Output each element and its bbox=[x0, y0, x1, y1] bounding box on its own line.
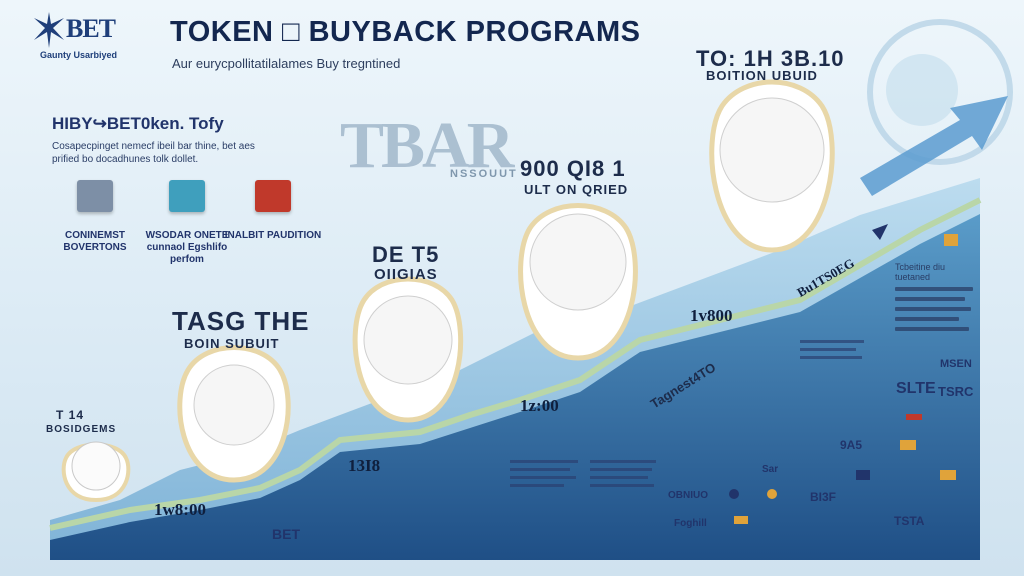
chart-icon bbox=[255, 180, 291, 212]
legend-block: Tcbeitine diu tuetaned bbox=[895, 262, 975, 337]
logo-tile: TSTA bbox=[894, 514, 925, 528]
brand-logo-icon bbox=[34, 12, 64, 48]
flag-icon bbox=[944, 234, 958, 246]
milestone-pin-icon bbox=[352, 276, 464, 423]
milestone-pin-icon bbox=[61, 441, 131, 503]
milestone-heading: TO: 1H 3B.10 bbox=[696, 46, 845, 71]
page-subtitle: Aur eurycpollitatilalames Buy tregntined bbox=[172, 56, 401, 71]
badge-icon bbox=[734, 516, 748, 524]
category-label: INALBIT PAUDITION bbox=[224, 230, 322, 241]
step-value: 1v800 bbox=[690, 306, 733, 325]
badge-icon bbox=[900, 440, 916, 450]
milestone-heading: T 14 bbox=[56, 408, 85, 422]
terminal-icon bbox=[169, 180, 205, 212]
logo-tile: TSRC bbox=[938, 384, 974, 399]
legend-title: Tcbeitine diu tuetaned bbox=[895, 262, 946, 282]
document-icon bbox=[77, 180, 113, 212]
page-title: TOKEN □ BUYBACK PROGRAMS bbox=[170, 16, 641, 48]
milestone-pin-icon bbox=[518, 203, 638, 361]
step-value: 1w8:00 bbox=[154, 500, 206, 519]
sidebar-heading: HIBY↪BET0ken. Tofy bbox=[52, 114, 224, 133]
logo-tile: MSEN bbox=[940, 358, 972, 370]
milestone-subheading: ULT ON QRIED bbox=[524, 182, 629, 197]
step-value: 1z:00 bbox=[520, 396, 559, 415]
badge-icon bbox=[906, 414, 922, 420]
watermark-subtext: NSSOUUT bbox=[450, 168, 518, 180]
badge-icon bbox=[856, 470, 870, 480]
milestone-subheading: OIIGIAS bbox=[374, 266, 438, 283]
bet-stamp: BET bbox=[272, 526, 300, 542]
logo-tile: Foghill bbox=[674, 518, 707, 529]
milestone-subheading: BOSIDGEMS bbox=[46, 424, 117, 435]
sidebar-description: Cosapecpinget nemecf ibeil bar thine, be… bbox=[52, 141, 255, 165]
badge-icon bbox=[940, 470, 956, 480]
text-column bbox=[510, 460, 580, 492]
logo-tile: Sar bbox=[762, 464, 779, 475]
brand-logo-text: BET bbox=[66, 14, 116, 43]
logo-tile: SLTE bbox=[896, 380, 936, 397]
badge-icon bbox=[729, 489, 739, 499]
milestone-subheading: BOITION UBUID bbox=[706, 68, 818, 83]
category-label: WSODAR ONETE cunnaol Egshlifo perfom bbox=[145, 230, 229, 265]
milestone-heading: DE T5 bbox=[372, 242, 440, 267]
milestone-pin-icon bbox=[177, 345, 291, 483]
text-column bbox=[800, 340, 870, 364]
badge-icon bbox=[767, 489, 777, 499]
watermark-text: TBAR bbox=[340, 109, 514, 182]
milestone-heading: 900 QI8 1 bbox=[520, 156, 626, 181]
logo-tile: 9A5 bbox=[840, 438, 863, 452]
milestone-subheading: BOIN SUBUIT bbox=[184, 336, 280, 351]
plane-icon bbox=[872, 224, 888, 240]
text-column bbox=[590, 460, 660, 492]
logo-tile: OBNIUO bbox=[668, 490, 708, 501]
category-card: WSODAR ONETE cunnaol Egshlifo perfom bbox=[132, 180, 242, 266]
brand-logo-subtitle: Gaunty Usarbiyed bbox=[40, 50, 118, 60]
logo-tile: BI3F bbox=[810, 490, 837, 504]
category-label: CONINEMST BOVERTONS bbox=[63, 230, 127, 253]
milestone-pin-icon bbox=[709, 79, 835, 253]
milestone-heading: TASG THE bbox=[172, 306, 310, 336]
step-value: 13I8 bbox=[348, 456, 381, 475]
category-card: CONINEMST BOVERTONS bbox=[40, 180, 150, 254]
category-card: INALBIT PAUDITION bbox=[218, 180, 328, 242]
